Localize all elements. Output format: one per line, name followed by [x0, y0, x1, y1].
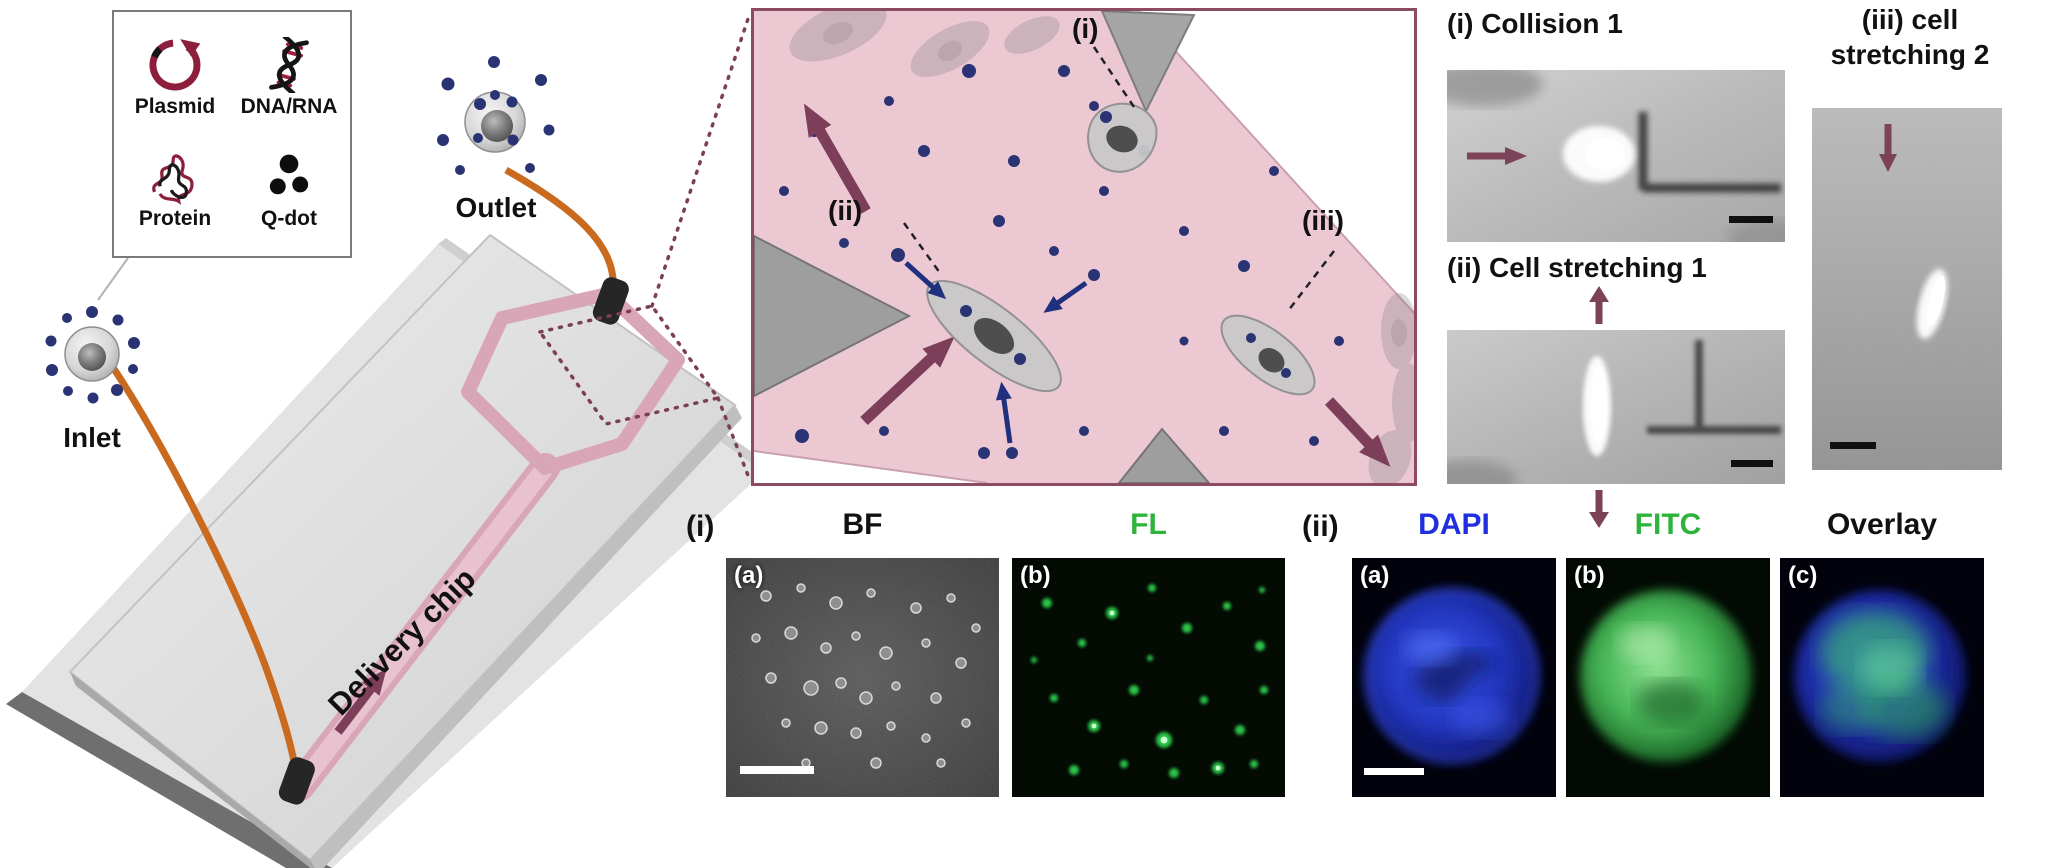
channel-inset-graphic [754, 11, 1414, 483]
panel-sub-label-a: (a) [1360, 562, 1390, 589]
channel-wall-shadow [1647, 340, 1781, 434]
collision-title: (i) Collision 1 [1447, 8, 1623, 39]
zoom-indicator [537, 14, 751, 480]
junction-wall-wedge [754, 234, 912, 398]
collision-micrograph-image [1423, 62, 1827, 256]
inlet-label: Inlet [63, 422, 121, 453]
bf-panel: (a) [726, 558, 999, 797]
dapi-panel: (a) [1352, 558, 1556, 797]
fl-header: FL [1130, 508, 1167, 541]
delivery-arrow-1 [904, 261, 947, 300]
legend-item-qdot: Q-dot [257, 149, 321, 231]
cargo-particles [45, 306, 140, 404]
fluorescent-cells [1031, 584, 1268, 778]
flow-arrow-down-right [1324, 397, 1391, 467]
delivered-particles [437, 56, 555, 175]
fitc-panel-image [1566, 558, 1770, 797]
dapi-panel-image [1352, 558, 1556, 797]
cell-recovered [1220, 314, 1316, 396]
bf-panel-image [726, 558, 999, 797]
outlet-label: Outlet [455, 192, 537, 223]
stretch2-title-line1: (iii) cell [1861, 4, 1959, 35]
stretched-cell [1916, 268, 1948, 340]
cargo-legend: Plasmid DNA/RNA [112, 10, 352, 258]
cargo-legend-box: Plasmid DNA/RNA [112, 10, 352, 258]
panel-sub-label-a: (a) [734, 562, 764, 589]
qdot-icon [269, 154, 309, 195]
legend-item-plasmid: Plasmid [134, 37, 216, 119]
inlet-port [278, 757, 315, 805]
stretch2-micrograph-image [1812, 108, 2002, 470]
group-i-marker: (i) [686, 510, 715, 543]
scale-bar [1364, 768, 1424, 775]
dna-icon [269, 37, 309, 93]
overlay-panel: (c) [1780, 558, 1984, 797]
background-cells-top [789, 11, 1060, 77]
plasmid-icon [149, 39, 201, 91]
inset-marker-ii: (ii) [828, 195, 863, 226]
channel-wall-shadow [1638, 112, 1781, 193]
protein-icon [152, 154, 194, 205]
inlet-cell [45, 306, 140, 404]
scale-bar [740, 766, 814, 774]
bf-header: BF [842, 508, 883, 541]
overlay-header: Overlay [1826, 508, 1938, 541]
inset-marker-i: (i) [1072, 13, 1099, 44]
channel-flow-arrow [334, 668, 387, 735]
stretch1-micrograph-image [1417, 330, 1785, 500]
stretch2-micrograph [1812, 108, 2002, 470]
legend-connector-line [97, 257, 129, 301]
label-leader-lines [902, 46, 1335, 312]
cell-collision [1087, 102, 1158, 173]
fl-panel: (b) [1012, 558, 1285, 797]
flow-arrow-up-left [804, 103, 871, 214]
stretch2-title: (iii) cell stretching 2 [1795, 2, 2025, 72]
scale-bar [1830, 442, 1876, 449]
flow-arrow-down [1879, 124, 1897, 172]
delivery-arrow-3 [995, 381, 1013, 444]
panel-sub-label-b: (b) [1020, 562, 1051, 589]
stretch-arrow-up [1589, 286, 1609, 324]
scale-bar [1729, 216, 1773, 223]
fitc-panel: (b) [1566, 558, 1770, 797]
flow-arrow-up-right [860, 336, 955, 426]
overlay-panel-image [1780, 558, 1984, 797]
legend-item-dna: DNA/RNA [240, 37, 338, 119]
cells [751, 583, 981, 769]
legend-label: Q-dot [261, 207, 317, 230]
stretch1-micrograph [1417, 330, 1785, 500]
legend-label: Protein [138, 207, 212, 230]
inset-marker-iii: (iii) [1302, 205, 1344, 236]
collision-micrograph [1423, 62, 1827, 256]
group-ii-marker: (ii) [1302, 510, 1339, 543]
inlet-tube [109, 364, 300, 773]
channel-zoom-inset: (i) (ii) (iii) [751, 8, 1417, 486]
dapi-header: DAPI [1418, 508, 1490, 541]
scale-bar [1731, 460, 1773, 467]
panel-sub-label-b: (b) [1574, 562, 1605, 589]
stretch-arrow-down [1589, 490, 1609, 528]
chip-scene-graphic [6, 14, 772, 868]
fitc-header: FITC [1634, 508, 1702, 541]
fluorescent-cores [1091, 610, 1221, 771]
fl-panel-image [1012, 558, 1285, 797]
constriction-ridge [1100, 11, 1196, 114]
delivery-arrow-2 [1043, 280, 1088, 313]
stretch1-title: (ii) Cell stretching 1 [1447, 252, 1707, 283]
stretch2-title-line2: stretching 2 [1830, 39, 1990, 70]
legend-label: DNA/RNA [240, 95, 338, 118]
chip-body [68, 233, 742, 868]
bottom-wall-wedge [1117, 427, 1211, 483]
outlet-cell [437, 56, 555, 175]
panel-sub-label-c: (c) [1788, 562, 1818, 589]
legend-item-protein: Protein [139, 149, 211, 231]
cytoplasm-stain [1580, 590, 1752, 762]
flow-arrow-right [1467, 147, 1527, 165]
background-cells-right [1368, 293, 1414, 483]
legend-label: Plasmid [134, 95, 216, 118]
